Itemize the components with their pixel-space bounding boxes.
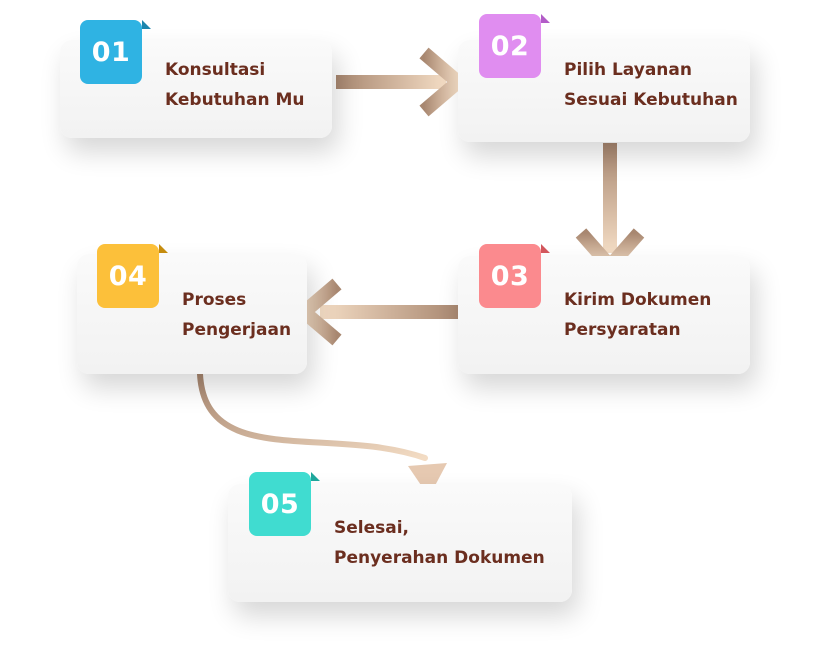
badge-fold-5 (311, 472, 320, 481)
step-number-3: 03 (490, 260, 530, 292)
step-label-3-line1: Kirim Dokumen (564, 290, 712, 310)
arrow-step3-to-step4 (293, 278, 460, 346)
badge-fold-2 (541, 14, 550, 23)
step-number-5: 05 (260, 488, 300, 520)
step-badge-4: 04 (97, 244, 168, 308)
arrow-step4-to-step5 (197, 371, 447, 497)
badge-fold-1 (142, 20, 151, 29)
step-badge-1: 01 (80, 20, 151, 84)
badge-fold-4 (159, 244, 168, 253)
step-label-5-line2: Penyerahan Dokumen (334, 548, 545, 568)
step-number-1: 01 (91, 36, 131, 68)
step-label-4-line1: Proses (182, 290, 247, 310)
step-number-4: 04 (108, 260, 148, 292)
step-label-5: Selesai, Penyerahan Dokumen (334, 513, 545, 573)
step-label-1-line2: Kebutuhan Mu (165, 90, 305, 110)
step-number-2: 02 (490, 30, 530, 62)
step-badge-2: 02 (479, 14, 550, 78)
step-label-2-line2: Sesuai Kebutuhan (564, 90, 738, 110)
step-label-2-line1: Pilih Layanan (564, 60, 692, 80)
step-label-2: Pilih Layanan Sesuai Kebutuhan (564, 55, 738, 115)
step-label-3-line2: Persyaratan (564, 320, 681, 340)
step-label-4-line2: Pengerjaan (182, 320, 292, 340)
badge-fold-3 (541, 244, 550, 253)
arrow-step2-to-step3 (575, 143, 645, 277)
step-label-4: Proses Pengerjaan (182, 285, 291, 345)
step-badge-3: 03 (479, 244, 550, 308)
step-label-3: Kirim Dokumen Persyaratan (564, 285, 711, 345)
arrow-step1-to-step2 (336, 47, 469, 117)
step-label-1-line1: Konsultasi (165, 60, 266, 80)
step-label-5-line1: Selesai, (334, 518, 410, 538)
step-label-1: Konsultasi Kebutuhan Mu (165, 55, 305, 115)
step-badge-5: 05 (249, 472, 320, 536)
